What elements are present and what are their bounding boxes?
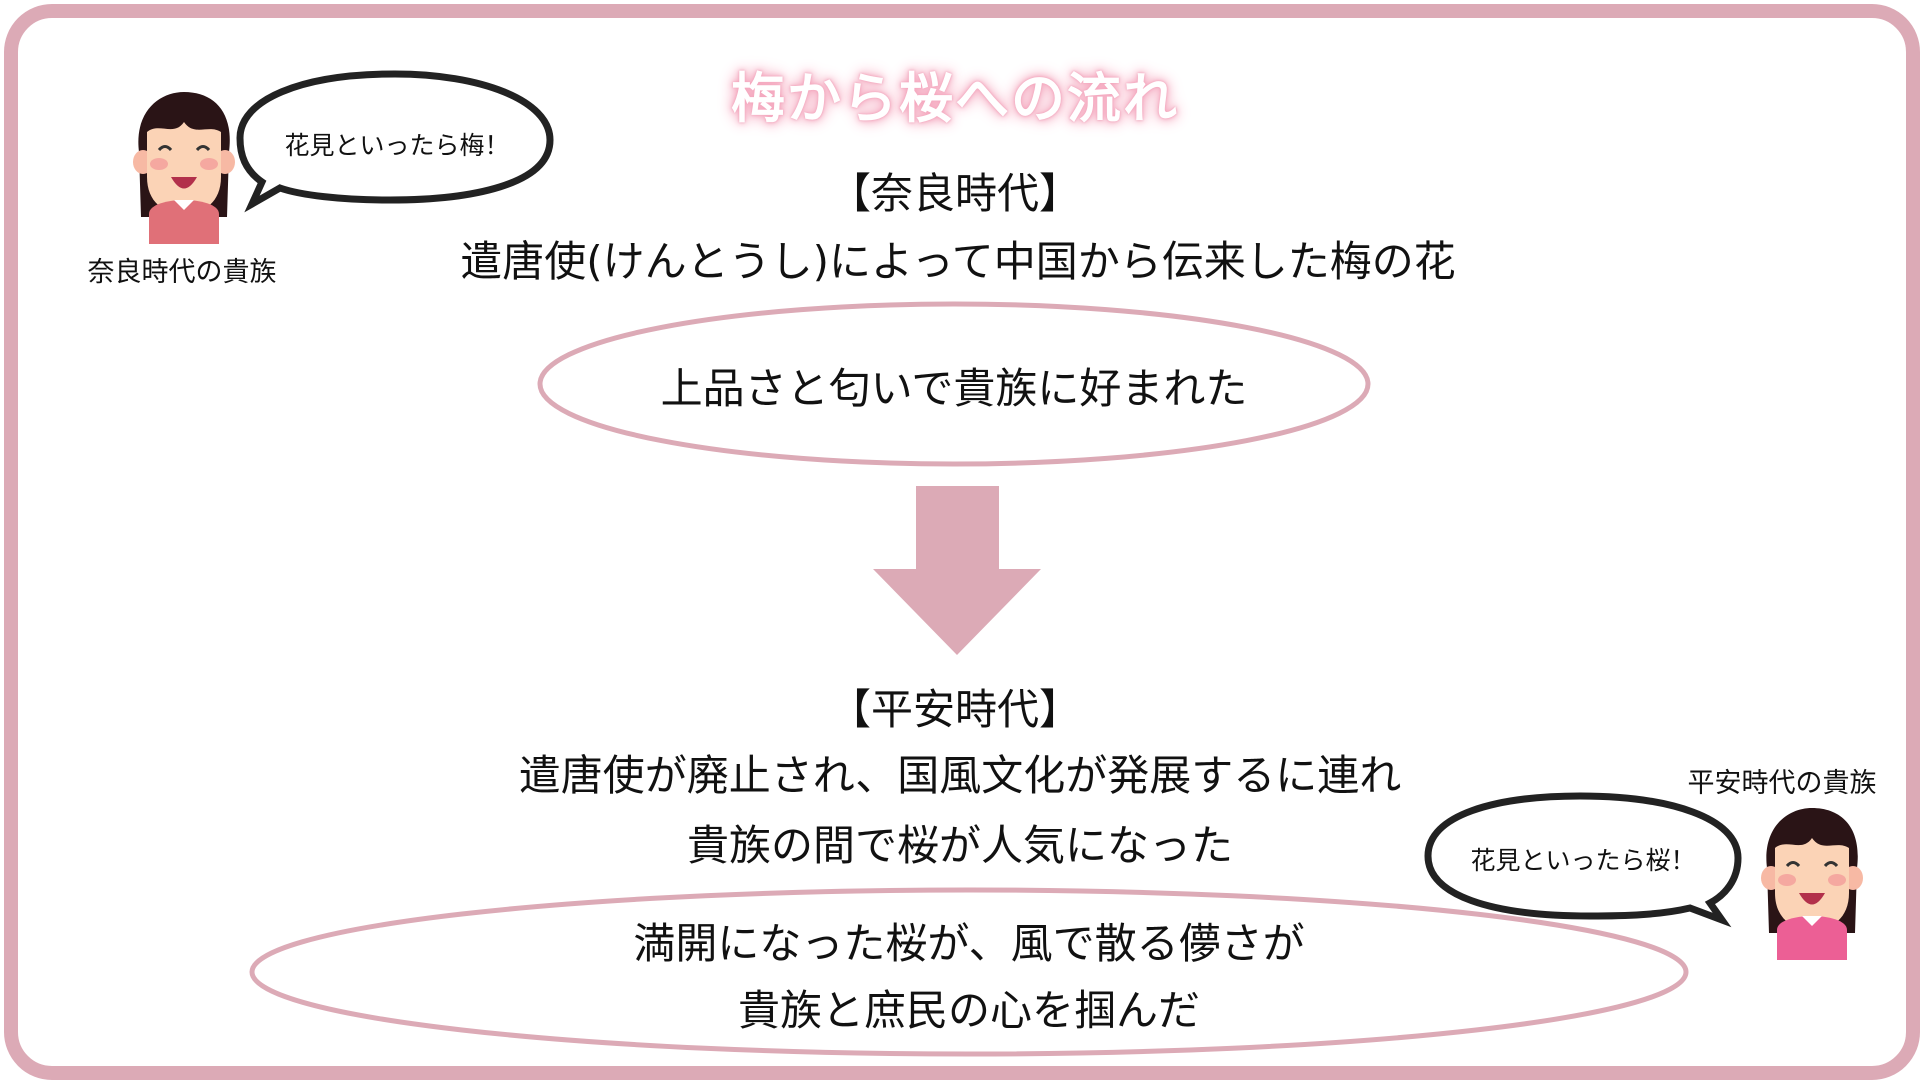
heian-description-line2: 貴族の間で桜が人気になった: [686, 821, 1234, 870]
heian-noble-caption: 平安時代の貴族: [1687, 768, 1877, 799]
nara-noble-caption: 奈良時代の貴族: [87, 257, 277, 288]
heian-speech-text: 花見といったら桜！: [1470, 846, 1696, 875]
down-arrow: [873, 486, 1041, 655]
heian-highlight-line2: 貴族と庶民の心を掴んだ: [737, 986, 1201, 1035]
heian-description-line1: 遣唐使が廃止され、国風文化が発展するに連れ: [518, 751, 1402, 800]
heian-heading: 【平安時代】: [828, 685, 1082, 734]
nara-speech-text: 花見といったら梅！: [284, 131, 510, 160]
nara-highlight-text: 上品さと匂いで貴族に好まれた: [660, 364, 1248, 413]
nara-heading: 【奈良時代】: [828, 169, 1082, 218]
page-title: 梅から桜への流れ: [731, 67, 1179, 130]
speech-bubble-heian: [1424, 792, 1742, 928]
nara-description: 遣唐使(けんとうし)によって中国から伝来した梅の花: [460, 237, 1456, 286]
heian-noble-illustration: [1761, 808, 1863, 960]
nara-highlight-ellipse: [537, 301, 1371, 467]
nara-noble-illustration: [133, 92, 235, 244]
heian-highlight-line1: 満開になった桜が、風で散る儚さが: [633, 919, 1305, 968]
pink-border-frame: [4, 4, 1920, 1080]
speech-bubble-nara: [236, 70, 554, 213]
heian-highlight-ellipse: [249, 887, 1689, 1057]
